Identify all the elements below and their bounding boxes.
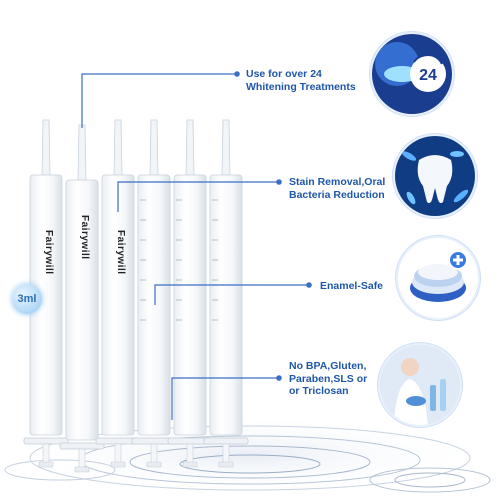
24-hours-icon: 24 — [372, 34, 452, 114]
svg-text:24: 24 — [419, 67, 437, 84]
lab-icon — [380, 345, 460, 425]
mouth-tray-icon — [398, 238, 478, 318]
feature-text-1: Use for over 24 Whitening Treatments — [246, 68, 356, 93]
brand-label: Fairywill — [115, 230, 126, 275]
syringe — [23, 119, 69, 468]
feature-text-4: No BPA,Gluten, Paraben,SLS or or Triclos… — [289, 360, 368, 397]
syringe — [203, 119, 249, 468]
callout-lines — [81, 73, 309, 420]
callout-dots — [234, 71, 312, 381]
feature-text-3: Enamel-Safe — [320, 280, 384, 292]
syringe — [167, 119, 213, 468]
syringe-group — [23, 119, 249, 473]
volume-badge: 3ml — [12, 284, 42, 314]
syringe — [95, 119, 141, 468]
syringe — [59, 124, 105, 473]
brand-label: Fairywill — [43, 230, 54, 275]
brand-label: Fairywill — [79, 215, 90, 260]
tooth-bacteria-icon — [395, 136, 475, 216]
feature-text-2: Stain Removal,Oral Bacteria Reduction — [289, 176, 386, 201]
syringe — [131, 119, 177, 468]
